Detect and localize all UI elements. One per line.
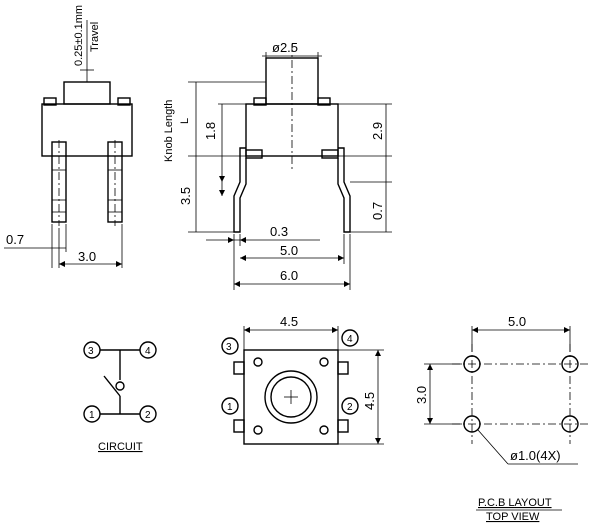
travel-word-label: Travel — [89, 22, 101, 52]
knob-length-label: Knob Length — [163, 100, 175, 162]
top-pin-2-label: 2 — [347, 402, 353, 413]
top-view — [221, 326, 384, 445]
side-lead-left — [233, 147, 247, 233]
dim-5-0-side: 5.0 — [280, 243, 298, 258]
top-knob-outer — [264, 370, 318, 424]
dim-1-8: 1.8 — [203, 122, 218, 140]
top-pin-3-label: 3 — [226, 342, 232, 353]
circuit-pin-3-label: 3 — [88, 346, 94, 357]
dim-3-0-pcb: 3.0 — [414, 386, 429, 404]
side-foot-left — [245, 149, 263, 159]
top-knob-inner — [270, 376, 312, 418]
pcb-layout-title: P.C.B LAYOUT — [478, 497, 552, 509]
top-pin-1-label: 1 — [227, 402, 233, 413]
dim-knob-diameter: ø2.5 — [272, 40, 298, 55]
front-bump-left — [43, 97, 57, 106]
side-bump-left — [253, 97, 267, 106]
dim-6-0: 6.0 — [280, 268, 298, 283]
dim-0-7-right: 0.7 — [370, 202, 385, 220]
circuit-pin-4-label: 4 — [145, 346, 151, 357]
dim-0-3: 0.3 — [270, 224, 288, 239]
side-foot-right — [321, 149, 339, 159]
side-view — [188, 44, 392, 290]
front-bump-right — [117, 97, 131, 106]
circuit-diagram — [83, 341, 157, 423]
circuit-title: CIRCUIT — [98, 441, 143, 453]
travel-value-label: 0.25±0.1mm — [73, 5, 85, 66]
dim-4-5-side: 4.5 — [362, 392, 377, 410]
front-view — [4, 20, 133, 268]
top-pin-4-label: 4 — [347, 334, 353, 345]
side-bump-right — [317, 97, 331, 106]
circuit-pin-1-label: 1 — [89, 410, 95, 421]
circuit-pin-2-label: 2 — [145, 410, 151, 421]
pcb-layout — [424, 326, 590, 465]
dim-5-0-pcb: 5.0 — [508, 314, 526, 329]
side-lead-right — [337, 147, 351, 233]
top-body — [243, 349, 339, 445]
dim-4-5-top: 4.5 — [280, 314, 298, 329]
front-knob — [63, 81, 111, 105]
dim-2-9: 2.9 — [370, 122, 385, 140]
dim-0-7-left: 0.7 — [6, 232, 24, 247]
knob-L-label: L — [179, 118, 191, 124]
hole-diameter-label: ø1.0(4X) — [510, 448, 561, 463]
front-body — [41, 103, 133, 157]
dim-3-0-front: 3.0 — [78, 249, 96, 264]
dim-3-5: 3.5 — [178, 187, 193, 205]
top-view-title: TOP VIEW — [486, 511, 540, 523]
